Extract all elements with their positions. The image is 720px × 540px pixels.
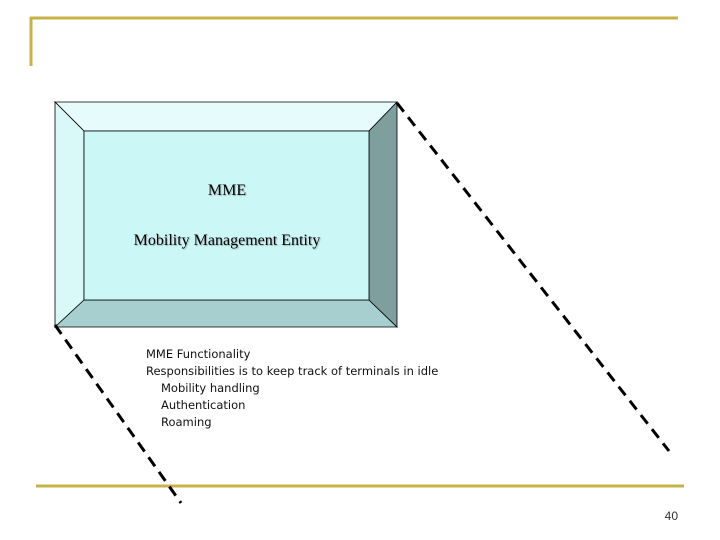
bevel-right [368, 101, 398, 328]
box-face [83, 130, 370, 301]
functionality-heading: MME Functionality [146, 347, 251, 361]
functionality-item: Mobility handling [161, 381, 260, 395]
bevel-left [54, 101, 85, 328]
functionality-item: Roaming [161, 415, 212, 429]
page-number: 40 [664, 509, 678, 523]
box-subtitle: Mobility Management Entity [133, 232, 321, 249]
functionality-item: Authentication [161, 398, 246, 412]
box-title: MME [207, 182, 247, 199]
bevel-bottom [53, 299, 398, 328]
mme-box [53, 101, 398, 328]
dashed-line-left [53, 324, 183, 504]
bevel-top [54, 101, 398, 132]
dashed-line-right [395, 102, 671, 452]
functionality-responsibility: Responsibilities is to keep track of ter… [146, 364, 439, 378]
functionality-text: MME Functionality Responsibilities is to… [146, 346, 438, 431]
